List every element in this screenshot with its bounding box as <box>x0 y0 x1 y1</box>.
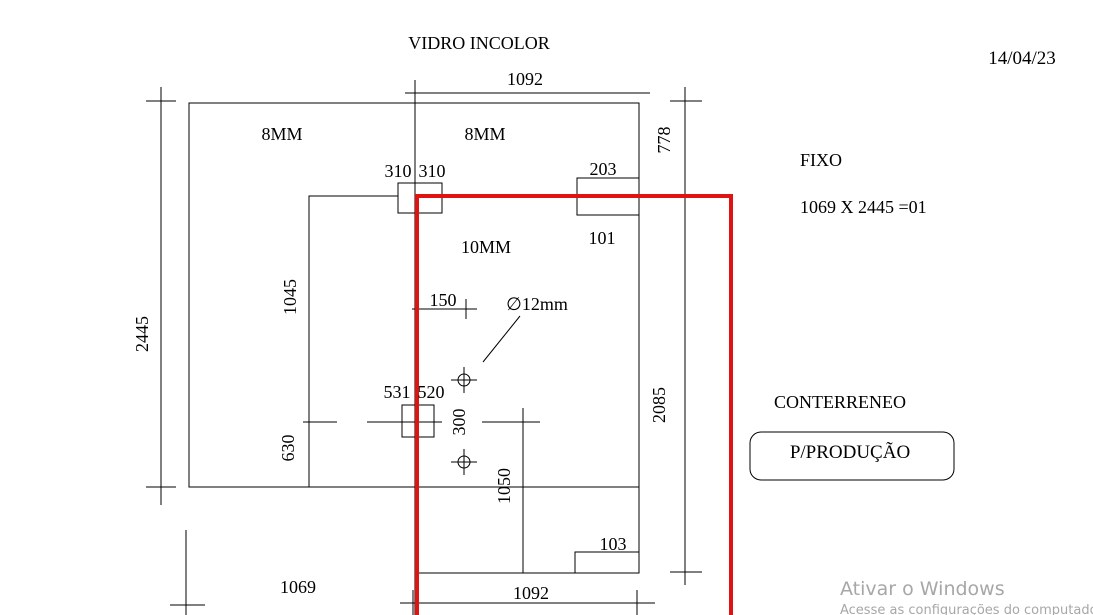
hole-marker-upper <box>451 367 477 393</box>
dim-bottom-width: 1092 <box>513 583 549 603</box>
dim-notch-left-bottom: 630 <box>278 435 298 462</box>
status-badge-label: P/PRODUÇÃO <box>790 441 910 463</box>
glass-outline <box>188 80 640 615</box>
dim-top-width: 1092 <box>507 69 543 89</box>
dim-cut-right-top: 203 <box>590 159 617 179</box>
watermark-subtitle: Acesse as configurações do computador <box>840 603 1093 615</box>
drawing-subtitle: CONTERRENEO <box>774 392 906 412</box>
watermark-title: Ativar o Windows <box>840 578 1005 600</box>
panel-right-thickness: 8MM <box>464 124 505 144</box>
dim-corner-cut: 103 <box>600 534 627 554</box>
dim-notch-left-height: 1045 <box>280 279 300 315</box>
hole-marker-lower <box>451 449 477 475</box>
dim-lower-height: 2085 <box>649 387 669 423</box>
dim-cut-mid-b: 520 <box>418 382 445 402</box>
panel-left-thickness: 8MM <box>261 124 302 144</box>
hole-diameter-label: ∅12mm <box>506 294 568 314</box>
dimension-lines <box>146 87 702 615</box>
piece-spec: 1069 X 2445 =01 <box>800 197 927 217</box>
dim-cut-top-b: 310 <box>419 161 446 181</box>
dim-offset-150: 150 <box>430 290 457 310</box>
panel-lower-thickness: 10MM <box>461 237 511 257</box>
dim-hole-height: 1050 <box>494 468 514 504</box>
selection-highlight <box>415 194 733 615</box>
type-label: FIXO <box>800 150 842 170</box>
dim-hole-spacing: 300 <box>449 409 469 436</box>
dim-cut-top-a: 310 <box>385 161 412 181</box>
dim-cut-mid-a: 531 <box>384 382 411 402</box>
corner-cutout <box>574 551 639 573</box>
dim-bottom-left-width: 1069 <box>280 577 316 597</box>
drawing-title: VIDRO INCOLOR <box>408 33 550 53</box>
drawing-date: 14/04/23 <box>988 48 1056 69</box>
dim-cut-right-bottom: 101 <box>589 228 616 248</box>
status-badge: P/PRODUÇÃO <box>749 431 955 481</box>
dim-total-height: 2445 <box>132 316 152 352</box>
dim-upper-height: 778 <box>654 127 674 154</box>
